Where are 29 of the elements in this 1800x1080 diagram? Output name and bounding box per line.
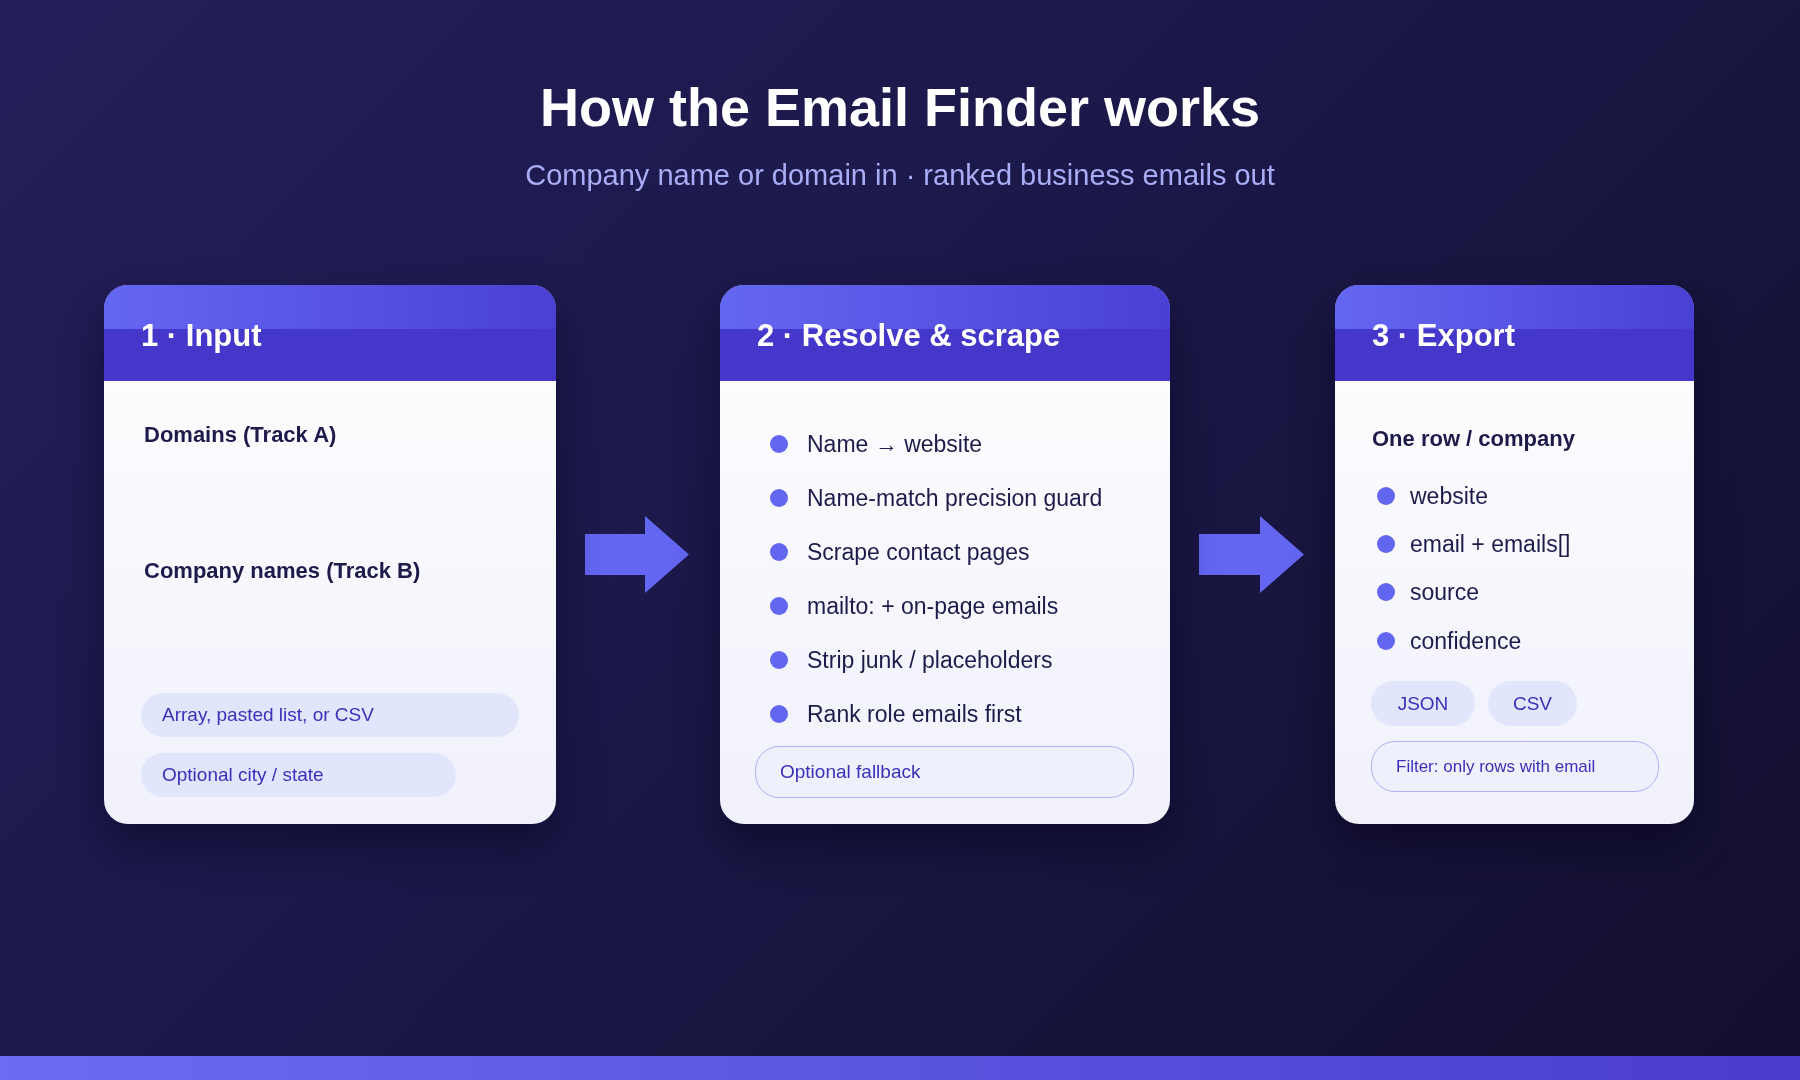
arrow bbox=[585, 516, 689, 593]
list-item: Name-match precision guard bbox=[807, 484, 1103, 512]
subtitle: Company name or domain in · ranked business emails out bbox=[525, 158, 1275, 192]
card-title: 1 · Input bbox=[141, 317, 262, 355]
format-tag: JSON bbox=[1371, 681, 1475, 726]
step-card bbox=[720, 285, 1170, 824]
filter-note: Filter: only rows with email bbox=[1371, 741, 1659, 792]
card-title: 3 · Export bbox=[1372, 317, 1515, 355]
section-heading: Company names (Track B) bbox=[144, 557, 421, 585]
list-item: mailto: + on-page emails bbox=[807, 592, 1059, 620]
list-item: Rank role emails first bbox=[807, 700, 1022, 728]
section-heading: One row / company bbox=[1372, 425, 1575, 453]
list-item: email + emails[] bbox=[1410, 530, 1571, 558]
list-item: source bbox=[1410, 578, 1480, 606]
list-item: Scrape contact pages bbox=[807, 538, 1030, 566]
arrow bbox=[1199, 516, 1304, 593]
list-item: confidence bbox=[1410, 627, 1522, 655]
fallback-note: Optional fallback bbox=[755, 746, 1134, 798]
option-tag: Optional city / state bbox=[141, 753, 456, 797]
step-card bbox=[104, 285, 556, 824]
step-card bbox=[1335, 285, 1694, 824]
list-item: Name → website bbox=[807, 430, 983, 458]
title: How the Email Finder works bbox=[539, 76, 1261, 138]
card-title: 2 · Resolve & scrape bbox=[757, 317, 1061, 355]
input-format-tag: Array, pasted list, or CSV bbox=[141, 693, 519, 737]
list-item: Strip junk / placeholders bbox=[807, 646, 1053, 674]
format-tag: CSV bbox=[1488, 681, 1577, 726]
section-heading: Domains (Track A) bbox=[144, 421, 337, 449]
list-item: website bbox=[1410, 482, 1488, 510]
